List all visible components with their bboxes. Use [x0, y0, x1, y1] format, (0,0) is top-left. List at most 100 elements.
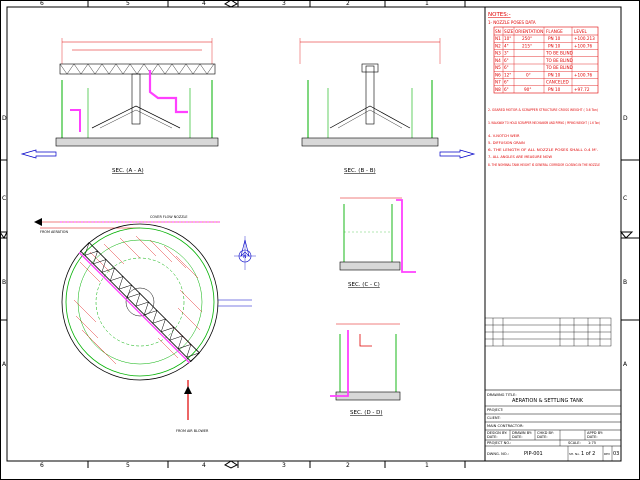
scale-label: SCALE:	[568, 441, 581, 445]
table-cell: TO BE BLIND	[545, 58, 573, 63]
table-cell: 6"	[504, 80, 509, 85]
col-label-bottom-3: 3	[282, 462, 286, 469]
notes-item-6: 6- THE LENGTH OF ALL NOZZLE POSES SHALL …	[488, 148, 598, 152]
project-label: PROJECT:	[487, 408, 503, 412]
north-label: N	[243, 254, 246, 260]
table-cell: 250°	[522, 36, 532, 41]
nozzle-table: SN SIZE ORIENTATION FLANGE LEVEL N1 10" …	[493, 26, 599, 94]
appd-by-label: APPD BY:	[587, 431, 603, 435]
dwg-no-value: PIP-001	[524, 451, 543, 457]
col-label-bottom-5: 5	[126, 462, 130, 469]
drawn-by-label: DRAWN BY:	[512, 431, 532, 435]
notes-item-5: 5- DIFFUSION GRAIN	[488, 141, 525, 145]
section-d-title: SEC. (D - D)	[350, 410, 383, 416]
section-c-title: SEC. (C - C)	[348, 282, 380, 288]
row-label-right-b: B	[623, 279, 627, 286]
col-label-2: 2	[346, 0, 350, 7]
col-label-bottom-1: 1	[425, 462, 429, 469]
row-label-right-d: D	[623, 115, 628, 122]
table-cell: +100.76	[574, 43, 592, 48]
table-cell: CANCELED	[546, 80, 569, 85]
table-cell: 6"	[504, 58, 509, 63]
notes-item-1: 1- NOZZLE POSES DATA	[488, 20, 536, 25]
row-label-right-a: A	[623, 361, 628, 368]
rev-label: REV	[604, 452, 611, 456]
row-label-c: C	[2, 195, 6, 202]
section-a-a: SEC. (A - A)	[20, 38, 219, 174]
table-cell: N3	[495, 51, 501, 56]
table-cell: N4	[495, 58, 501, 63]
col-label-5: 5	[126, 0, 130, 7]
table-cell: +100.213	[574, 36, 595, 41]
scale-value: 1:75	[588, 441, 596, 445]
plan-label-flow-in: FROM AERATION	[40, 230, 68, 234]
plan-view: FROM AERATION COVER FLOW NOZZLE FROM AIR	[34, 215, 256, 433]
section-a-title: SEC. (A - A)	[112, 168, 144, 174]
row-label-a: A	[2, 361, 7, 368]
border-labels: 6 5 4 3 2 1 6 5 4 3 2 1 D C B A D C B A	[2, 0, 628, 469]
table-header-level: LEVEL	[574, 29, 587, 34]
notes-item-2: 2- GEARED MOTOR & SCRAPPER STRUCTURE CRO…	[488, 108, 599, 112]
table-cell: TO BE BLIND	[545, 51, 573, 56]
col-label-bottom-4: 4	[202, 462, 206, 469]
table-cell: PN 10	[548, 87, 561, 92]
col-label-bottom-2: 2	[346, 462, 350, 469]
table-header-size: SIZE	[504, 29, 514, 34]
table-cell: +100.76	[574, 72, 592, 77]
table-cell: 0°	[526, 72, 531, 77]
table-cell: 6"	[504, 65, 509, 70]
col-label-4: 4	[202, 0, 206, 7]
rev-value: 03	[613, 451, 619, 457]
title-block: DRAWING TITLE: AERATION & SETTLING TANK …	[484, 389, 622, 462]
table-cell: PN 10	[548, 36, 561, 41]
table-cell: 3"	[504, 51, 509, 56]
row-label-b: B	[2, 279, 6, 286]
table-cell: 90°	[524, 87, 531, 92]
drawing-title-label: DRAWING TITLE:	[487, 393, 517, 397]
table-cell: PN 10	[548, 72, 561, 77]
notes-block: NOTES:- 1- NOZZLE POSES DATA SN SIZE ORI…	[488, 12, 601, 167]
table-cell: +97.72	[574, 87, 590, 92]
table-cell: N1	[495, 36, 501, 41]
table-cell: N6	[495, 72, 501, 77]
section-b-title: SEC. (B - B)	[344, 168, 376, 174]
table-cell: N8	[495, 87, 501, 92]
drawing-title: AERATION & SETTLING TANK	[512, 398, 584, 404]
notes-item-7: 7- ALL ANGLES ARE MEASURE NOW	[488, 155, 552, 159]
table-cell: 4"	[504, 43, 509, 48]
table-cell: TO BE BLIND	[545, 65, 573, 70]
plan-label-bottom: FROM AIR BLOWER	[176, 429, 209, 433]
table-cell: 12"	[504, 72, 511, 77]
table-header-sn: SN	[495, 29, 501, 34]
chkd-by-label: CHKD BY:	[537, 431, 554, 435]
north-arrow: N	[234, 236, 256, 270]
table-cell: N2	[495, 43, 501, 48]
date-label: DATE:	[587, 435, 598, 439]
notes-item-8: 8- THE NOMINAL TANK HEIGHT IS GENERAL CO…	[488, 163, 601, 167]
contractor-label: MAIN CONTRACTOR:	[487, 424, 524, 428]
notes-list: 2- GEARED MOTOR & SCRAPPER STRUCTURE CRO…	[488, 108, 601, 167]
section-d-d: SEC. (D - D)	[330, 323, 401, 416]
date-label: DATE:	[512, 435, 523, 439]
col-label-1: 1	[425, 0, 429, 7]
table-cell: 6"	[504, 87, 509, 92]
row-label-right-c: C	[623, 195, 627, 202]
client-label: CLIENT:	[487, 416, 501, 420]
date-label: DATE:	[537, 435, 548, 439]
revision-table	[484, 317, 612, 347]
col-label-6: 6	[40, 0, 44, 7]
notes-item-4: 4- V-NOTCH WEIR	[488, 134, 520, 138]
table-cell: N7	[495, 80, 501, 85]
sheet-label: SH. No.	[569, 452, 580, 456]
section-b-b: SEC. (B - B)	[299, 38, 476, 174]
section-c-c: SEC. (C - C)	[339, 197, 416, 288]
project-no-label: PROJECT NO.:	[487, 441, 511, 445]
table-header-orientation: ORIENTATION	[515, 29, 543, 34]
sheet-value: 1 of 2	[581, 451, 595, 457]
table-header-flange: FLANGE	[546, 29, 563, 34]
plan-label-cover: COVER FLOW NOZZLE	[150, 215, 188, 219]
dwg-no-label: DWNG. NO.:	[487, 452, 509, 456]
date-label: DATE:	[487, 435, 498, 439]
table-cell: PN 10	[548, 43, 561, 48]
